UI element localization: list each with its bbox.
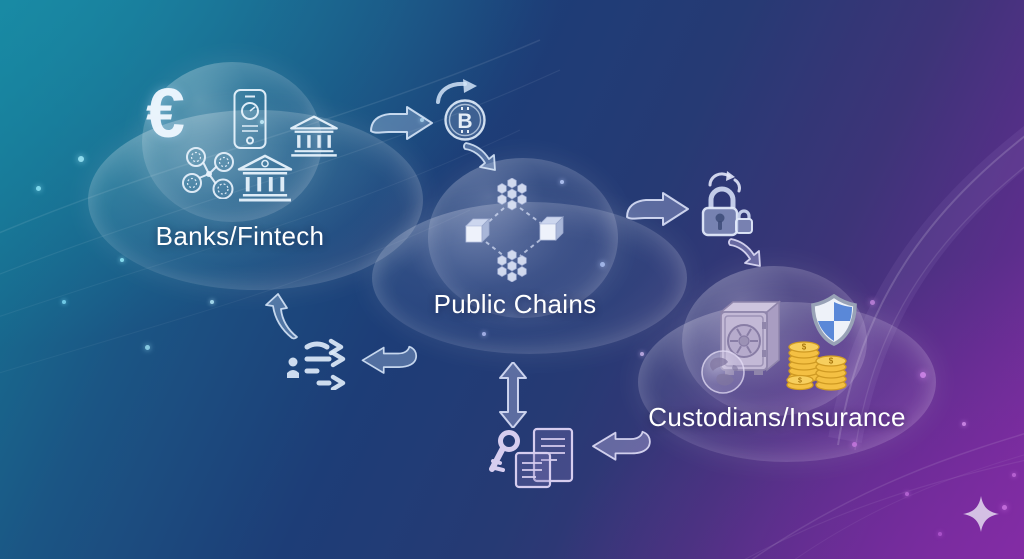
dollar-symbol: $ bbox=[798, 378, 802, 385]
public-chains-label: Public Chains bbox=[433, 289, 597, 319]
arrow-keydocs-to-chains bbox=[499, 362, 527, 428]
vault-icon bbox=[718, 300, 782, 375]
arrow-chains-to-custodians bbox=[626, 192, 689, 226]
arrow-transfer-to-banks bbox=[265, 293, 298, 340]
arrow-into-chains bbox=[463, 142, 496, 171]
block-cluster-bottom bbox=[497, 249, 527, 282]
banks-fintech-label: Banks/Fintech bbox=[155, 221, 325, 251]
block-cube-right bbox=[539, 216, 564, 241]
cloud-custodians bbox=[638, 302, 936, 462]
transfer-icon bbox=[287, 338, 346, 390]
key-documents-icon bbox=[489, 427, 574, 489]
shield-icon bbox=[811, 294, 857, 346]
token-network-icon bbox=[182, 147, 234, 199]
dollar-symbol: $ bbox=[829, 357, 834, 366]
cloud-banks-fintech-bump bbox=[142, 62, 322, 222]
bank-building-icon bbox=[237, 154, 293, 202]
bank-building-icon bbox=[290, 115, 338, 157]
custodians-insurance-label: Custodians/Insurance bbox=[648, 402, 906, 432]
padlock-icon bbox=[701, 171, 753, 237]
sparkle-icon bbox=[963, 496, 999, 532]
bitcoin-symbol: B bbox=[457, 110, 472, 133]
euro-icon: € bbox=[146, 74, 185, 152]
arrow-banks-to-chains bbox=[370, 106, 433, 140]
coin-stacks-icon: $ $ $ bbox=[786, 341, 847, 391]
arrow-into-custodians bbox=[728, 238, 761, 267]
block-cluster-top bbox=[497, 178, 527, 211]
blockchain-network-icon bbox=[465, 178, 564, 282]
mobile-banking-icon bbox=[233, 89, 267, 149]
arrow-over-bitcoin bbox=[436, 79, 477, 104]
cloud-public-chains bbox=[372, 202, 687, 354]
arrow-chains-to-transfer bbox=[361, 345, 418, 374]
arrow-custodians-to-keydocs bbox=[592, 430, 651, 461]
dollar-symbol: $ bbox=[802, 343, 807, 352]
bitcoin-icon: B bbox=[444, 99, 486, 141]
block-cube-left bbox=[465, 218, 490, 243]
globe-icon bbox=[701, 350, 745, 394]
